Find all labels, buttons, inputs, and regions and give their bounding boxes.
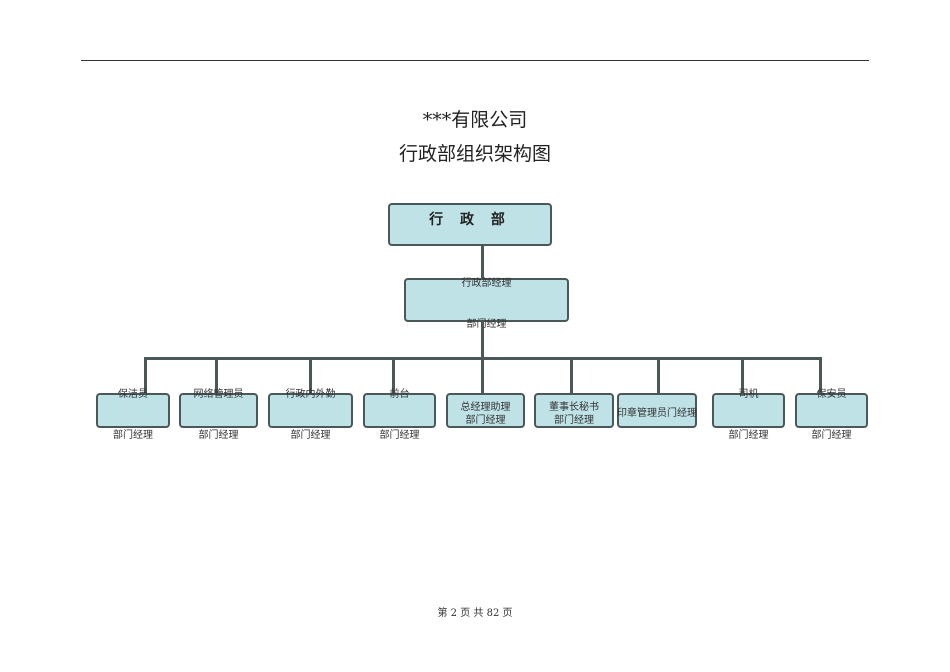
staff-title: 行政内外勤	[285, 389, 336, 400]
manager-subtitle: 部门经理	[466, 319, 507, 330]
connector-drop	[657, 357, 660, 394]
org-node-staff	[179, 393, 258, 428]
org-node-root-label: 行 政 部	[429, 212, 511, 228]
org-node-staff	[96, 393, 170, 428]
staff-subtitle: 部门经理	[465, 415, 506, 426]
manager-title: 行政部经理	[461, 278, 512, 289]
staff-title: 印章管理员门经理	[617, 408, 697, 419]
staff-title: 保安员	[816, 389, 847, 400]
org-node-staff	[534, 393, 614, 428]
staff-subtitle: 部门经理	[113, 430, 153, 441]
org-node-staff	[363, 393, 436, 428]
connector-drop	[309, 357, 312, 394]
staff-subtitle: 部门经理	[198, 430, 239, 441]
staff-title: 总经理助理	[460, 402, 511, 413]
connector-drop	[215, 357, 218, 394]
staff-title: 董事长秘书	[549, 402, 599, 413]
org-node-staff	[617, 393, 697, 428]
staff-title: 司机	[738, 389, 759, 400]
staff-title: 保洁员	[118, 389, 148, 400]
chart-title: 行政部组织架构图	[398, 143, 551, 165]
connector-drop	[392, 357, 395, 394]
connector-drop	[741, 357, 744, 394]
org-node-root	[388, 203, 552, 246]
page-footer: 第 2 页 共 82 页	[437, 608, 513, 619]
connector-manager-bus	[481, 320, 484, 359]
header-rule	[81, 60, 869, 61]
connector-root-manager	[481, 245, 484, 280]
connector-drop	[144, 357, 147, 394]
org-node-staff	[712, 393, 785, 428]
staff-title: 网络管理员	[193, 389, 244, 400]
org-node-staff	[795, 393, 868, 428]
connector-drop	[819, 357, 822, 394]
staff-subtitle: 部门经理	[379, 430, 420, 441]
staff-subtitle: 部门经理	[728, 430, 769, 441]
staff-subtitle: 部门经理	[811, 430, 852, 441]
org-node-staff	[446, 393, 525, 428]
org-node-manager	[404, 278, 569, 322]
staff-title: 前台	[389, 389, 410, 400]
connector-drop	[570, 357, 573, 394]
staff-subtitle: 部门经理	[554, 415, 594, 426]
staff-subtitle: 部门经理	[290, 430, 331, 441]
connector-drop	[481, 357, 484, 394]
org-node-staff	[268, 393, 353, 428]
company-name: ***有限公司	[422, 109, 528, 131]
